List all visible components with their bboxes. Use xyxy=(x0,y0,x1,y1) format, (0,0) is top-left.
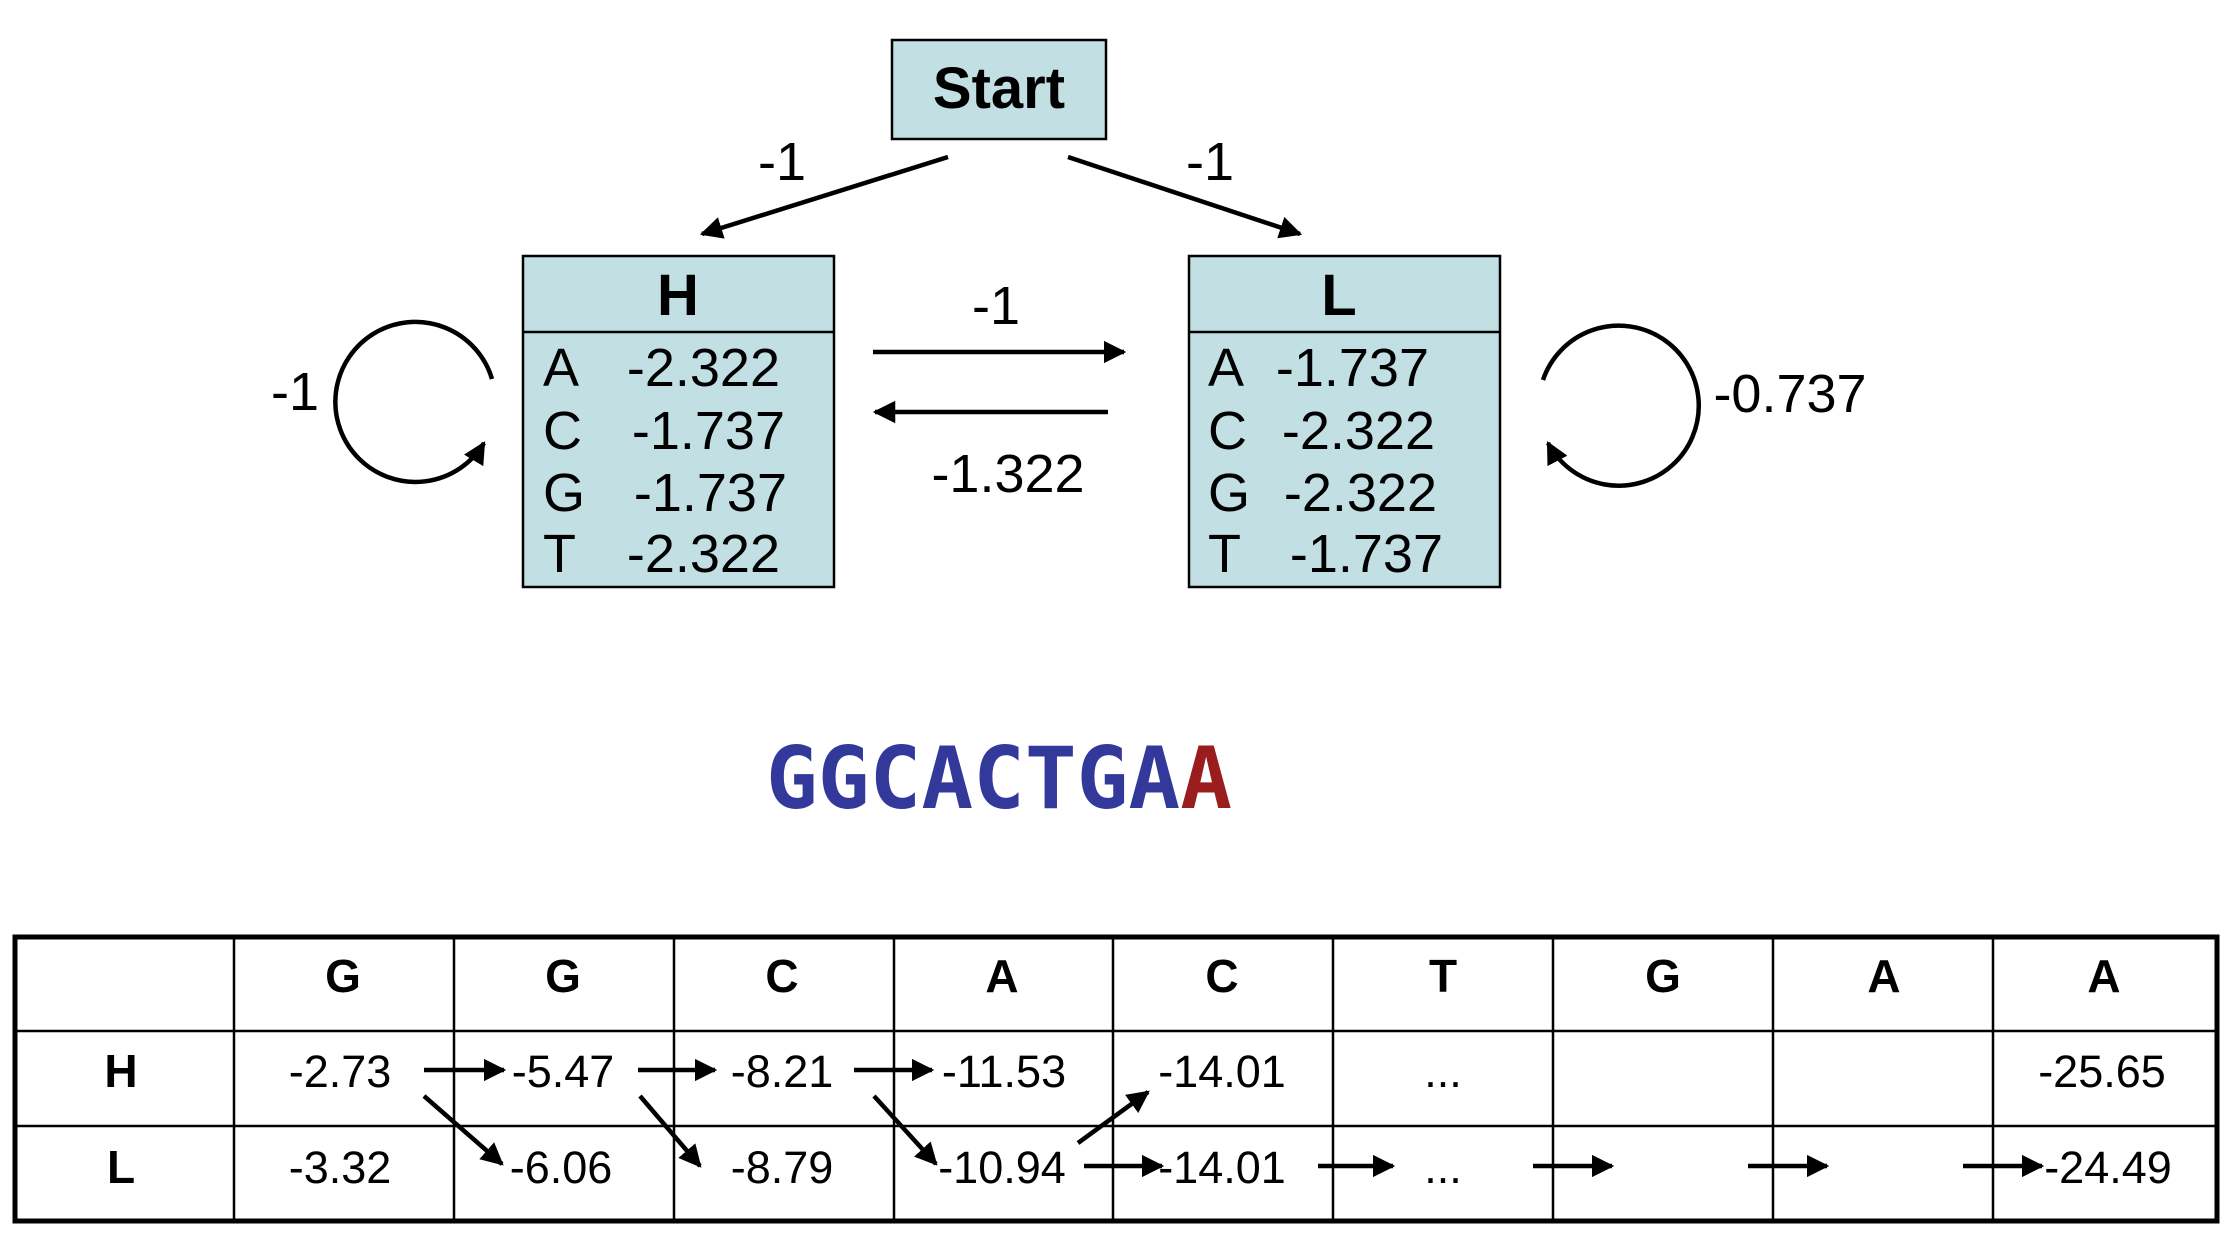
column-header: A xyxy=(2087,950,2120,1002)
edge-label-start-h: -1 xyxy=(758,132,806,192)
l-emission-symbol: G xyxy=(1208,463,1250,523)
edge-label-start-l: -1 xyxy=(1186,132,1234,192)
row-label-l: L xyxy=(107,1141,135,1193)
self-loop-h xyxy=(333,319,495,485)
state-h: H A -2.322 C -1.737 G -1.737 T -2.322 xyxy=(521,254,836,589)
l-emission-value: -2.322 xyxy=(1284,463,1437,523)
column-header: C xyxy=(765,950,798,1002)
h-emission-symbol: A xyxy=(543,338,579,398)
path-arrow xyxy=(422,1094,504,1166)
column-header: G xyxy=(1645,950,1681,1002)
column-header: C xyxy=(1205,950,1238,1002)
table-cell: -10.94 xyxy=(938,1142,1066,1193)
path-arrow xyxy=(872,1094,938,1166)
table-cell: -2.73 xyxy=(289,1046,392,1097)
h-emission-value: -2.322 xyxy=(627,338,780,398)
h-emission-symbol: C xyxy=(543,401,582,461)
column-header: A xyxy=(985,950,1018,1002)
start-node: Start xyxy=(890,38,1108,141)
h-emission-value: -2.322 xyxy=(627,524,780,584)
viterbi-table: G G C A C T G A A H L -2.73 -5.47 -8.21 … xyxy=(12,934,2220,1224)
table-cell: -14.01 xyxy=(1158,1046,1286,1097)
table-cell: -6.06 xyxy=(510,1142,613,1193)
self-loop-label-l: -0.737 xyxy=(1713,364,1866,424)
state-l: L A -1.737 C -2.322 G -2.322 T -1.737 xyxy=(1187,254,1502,589)
path-arrow xyxy=(638,1094,702,1168)
table-cell: -11.53 xyxy=(942,1046,1066,1097)
l-emission-value: -2.322 xyxy=(1282,401,1435,461)
table-cell: -25.65 xyxy=(2038,1046,2166,1097)
l-emission-value: -1.737 xyxy=(1290,524,1443,584)
row-label-h: H xyxy=(104,1045,137,1097)
edge-label-h-l: -1 xyxy=(972,276,1020,336)
edge-start-to-l xyxy=(1067,154,1303,239)
table-cell: -5.47 xyxy=(512,1046,615,1097)
edge-label-l-h: -1.322 xyxy=(931,444,1084,504)
h-emission-symbol: T xyxy=(543,524,576,584)
column-header: G xyxy=(325,950,361,1002)
l-emission-value: -1.737 xyxy=(1276,338,1429,398)
table-cell: -24.49 xyxy=(2044,1142,2172,1193)
edge-start-to-h xyxy=(699,154,949,239)
table-cell: ... xyxy=(1424,1046,1462,1097)
table-cell: -8.21 xyxy=(731,1046,834,1097)
column-header: T xyxy=(1429,950,1457,1002)
sequence-last-symbol: A xyxy=(1180,729,1232,829)
h-emission-value: -1.737 xyxy=(634,463,787,523)
l-emission-symbol: T xyxy=(1208,524,1241,584)
table-cell: -8.79 xyxy=(731,1142,834,1193)
self-loop-label-h: -1 xyxy=(271,362,319,422)
observed-sequence: GGCACTGAA xyxy=(766,729,1232,829)
table-cell: ... xyxy=(1424,1142,1462,1193)
h-emission-value: -1.737 xyxy=(632,401,785,461)
path-arrow xyxy=(1076,1090,1150,1145)
self-loop-l xyxy=(1540,323,1701,488)
table-cell: -14.01 xyxy=(1158,1142,1286,1193)
start-label: Start xyxy=(933,56,1065,121)
l-emission-symbol: C xyxy=(1208,401,1247,461)
column-header: A xyxy=(1867,950,1900,1002)
sequence-prefix: GGCACTGA xyxy=(766,729,1180,829)
l-emission-symbol: A xyxy=(1208,338,1244,398)
h-emission-symbol: G xyxy=(543,463,585,523)
table-cell: -3.32 xyxy=(289,1142,392,1193)
state-h-name: H xyxy=(657,263,699,328)
column-header: G xyxy=(545,950,581,1002)
state-l-name: L xyxy=(1321,263,1356,328)
